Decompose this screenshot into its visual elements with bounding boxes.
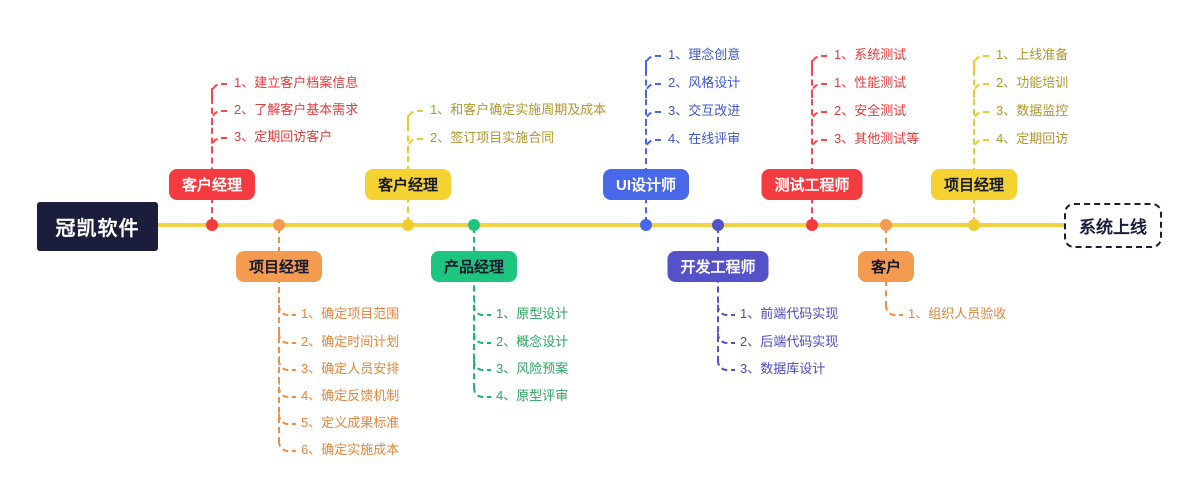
branch-item: 6、确定实施成本 <box>301 442 400 457</box>
branch-item: 1、原型设计 <box>496 306 569 321</box>
branch-hook <box>278 356 296 371</box>
branch-hook <box>278 383 296 398</box>
branch-hook <box>278 437 296 452</box>
branch-connector-line <box>645 60 647 223</box>
branch-item: 1、前端代码实现 <box>740 306 839 321</box>
role-badge: 客户 <box>857 251 915 282</box>
timeline-dot <box>806 219 818 231</box>
branch-item: 3、数据监控 <box>996 103 1069 118</box>
branch-hook <box>973 139 991 154</box>
timeline-dot <box>880 219 892 231</box>
timeline-dot <box>468 219 480 231</box>
timeline-dot <box>273 219 285 231</box>
branch-item: 2、了解客户基本需求 <box>234 102 359 117</box>
role-badge: UI设计师 <box>602 169 690 200</box>
role-badge: 测试工程师 <box>761 169 863 200</box>
branch-hook <box>885 301 903 316</box>
branch-item: 3、确定人员安排 <box>301 361 400 376</box>
role-badge: 项目经理 <box>235 251 323 282</box>
branch-item: 4、确定反馈机制 <box>301 388 400 403</box>
branch-item: 2、功能培训 <box>996 75 1069 90</box>
branch-hook <box>645 139 663 154</box>
branch-connector-line <box>211 88 213 223</box>
branch-item: 1、上线准备 <box>996 47 1069 62</box>
branch-hook <box>973 111 991 126</box>
branch-hook <box>211 110 229 125</box>
branch-hook <box>645 83 663 98</box>
branch-hook <box>717 329 735 344</box>
branch-item: 3、其他测试等 <box>834 131 920 146</box>
branch-hook <box>473 301 491 316</box>
role-badge: 产品经理 <box>430 251 518 282</box>
branch-hook <box>278 410 296 425</box>
branch-item: 1、确定项目范围 <box>301 306 400 321</box>
branch-item: 4、定期回访 <box>996 131 1069 146</box>
branch-hook <box>407 138 425 153</box>
branch-hook <box>278 329 296 344</box>
branch-item: 1、建立客户档案信息 <box>234 75 359 90</box>
end-node: 系统上线 <box>1064 203 1162 248</box>
branch-item: 3、数据库设计 <box>740 361 826 376</box>
branch-item: 3、定期回访客户 <box>234 129 333 144</box>
branch-item: 2、后端代码实现 <box>740 334 839 349</box>
branch-item: 2、确定时间计划 <box>301 334 400 349</box>
start-node: 冠凯软件 <box>37 202 158 251</box>
branch-connector-line <box>811 60 813 223</box>
branch-item: 1、性能测试 <box>834 75 907 90</box>
branch-item: 2、签订项目实施合同 <box>430 130 555 145</box>
branch-hook <box>473 329 491 344</box>
branch-item: 2、安全测试 <box>834 103 907 118</box>
timeline-dot <box>402 219 414 231</box>
role-badge: 开发工程师 <box>667 251 769 282</box>
branch-hook <box>211 137 229 152</box>
branch-hook <box>811 111 829 126</box>
branch-hook <box>645 111 663 126</box>
branch-item: 1、和客户确定实施周期及成本 <box>430 102 607 117</box>
branch-item: 4、在线评审 <box>668 131 741 146</box>
branch-hook <box>811 139 829 154</box>
branch-item: 3、交互改进 <box>668 103 741 118</box>
branch-item: 1、系统测试 <box>834 47 907 62</box>
timeline-dot <box>640 219 652 231</box>
branch-hook <box>645 55 663 70</box>
timeline-dot <box>712 219 724 231</box>
branch-hook <box>278 301 296 316</box>
branch-hook <box>717 356 735 371</box>
branch-hook <box>407 110 425 125</box>
branch-item: 2、概念设计 <box>496 334 569 349</box>
branch-item: 1、理念创意 <box>668 47 741 62</box>
branch-item: 1、组织人员验收 <box>908 306 1007 321</box>
branch-hook <box>473 383 491 398</box>
timeline-dot <box>206 219 218 231</box>
branch-hook <box>717 301 735 316</box>
branch-item: 5、定义成果标准 <box>301 415 400 430</box>
role-badge: 客户经理 <box>168 169 256 200</box>
timeline-dot <box>968 219 980 231</box>
branch-hook <box>211 83 229 98</box>
branch-hook <box>473 356 491 371</box>
role-badge: 项目经理 <box>930 169 1018 200</box>
branch-item: 2、风格设计 <box>668 75 741 90</box>
branch-connector-line <box>717 227 719 362</box>
timeline-axis <box>155 223 1066 227</box>
role-badge: 客户经理 <box>364 169 452 200</box>
branch-hook <box>973 83 991 98</box>
branch-hook <box>811 55 829 70</box>
branch-item: 4、原型评审 <box>496 388 569 403</box>
branch-item: 3、风险预案 <box>496 361 569 376</box>
branch-connector-line <box>973 60 975 223</box>
branch-hook <box>973 55 991 70</box>
branch-hook <box>811 83 829 98</box>
